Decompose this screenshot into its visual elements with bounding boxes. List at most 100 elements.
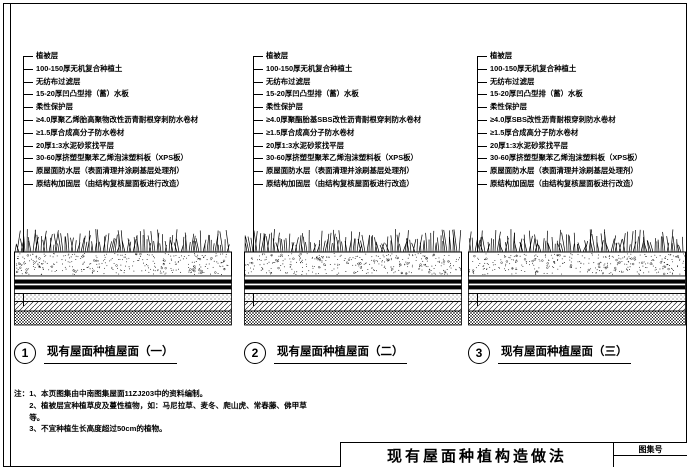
layer-label-text: 30-60厚挤塑型聚苯乙烯泡沫塑料板（XPS板）	[266, 153, 418, 163]
structural-slab	[468, 310, 686, 326]
layer-label-text: 无纺布过滤层	[490, 76, 535, 86]
layer-label-text: 100-150厚无机复合种植土	[266, 63, 353, 73]
layer-label: ≥4.0厚SBS改性沥青耐根穿刺防水卷材	[478, 114, 686, 127]
layer-label: 20厚1:3水泥砂浆找平层	[254, 140, 462, 153]
layer-label: 植被层	[254, 50, 462, 63]
layer-label: 植被层	[24, 50, 232, 63]
layer-label: 100-150厚无机复合种植土	[478, 63, 686, 76]
layer-label-text: 原屋面防水层（表面清理并涂刷基层处理剂）	[266, 166, 414, 176]
structural-slab	[14, 310, 232, 326]
notes-list: 1、本页图集由中南图集屋面11ZJ203中的资料编制。 2、植被层宜种植草皮及蔓…	[29, 388, 314, 435]
layer-label-text: 20厚1:3水泥砂浆找平层	[36, 140, 115, 150]
detail-1: 植被层 100-150厚无机复合种植土 无纺布过滤层 15-20厚凹凸型排（蓄）…	[14, 50, 232, 380]
leader-line	[23, 56, 24, 306]
layer-label-text: 植被层	[266, 51, 289, 60]
layer-label-text: 植被层	[36, 51, 59, 60]
layer-label-text: 原屋面防水层（表面清理并涂刷基层处理剂）	[490, 166, 638, 176]
detail-3: 植被层 100-150厚无机复合种植土 无纺布过滤层 15-20厚凹凸型排（蓄）…	[468, 50, 686, 380]
detail-number: 3	[468, 342, 490, 364]
xps-insulation-layer	[244, 301, 462, 312]
layer-label: 无纺布过滤层	[478, 76, 686, 89]
planting-soil-layer	[244, 251, 462, 277]
layer-label: 原屋面防水层（表面清理并涂刷基层处理剂）	[24, 165, 232, 178]
leader-line	[253, 56, 254, 306]
binding-margin-line	[10, 3, 11, 467]
root-barrier-membrane	[14, 279, 232, 284]
detail-2: 植被层 100-150厚无机复合种植土 无纺布过滤层 15-20厚凹凸型排（蓄）…	[244, 50, 462, 380]
layer-label-text: 100-150厚无机复合种植土	[36, 63, 123, 73]
root-barrier-membrane	[244, 279, 462, 284]
vegetation-strokes	[468, 229, 684, 253]
mortar-screed-layer	[468, 293, 686, 302]
layer-label-text: 100-150厚无机复合种植土	[490, 63, 577, 73]
planting-soil-layer	[14, 251, 232, 277]
layer-label: ≥1.5厚合成高分子防水卷材	[24, 127, 232, 140]
waterproof-membrane	[244, 285, 462, 290]
layer-label: ≥4.0厚聚酯胎基SBS改性沥青耐根穿刺防水卷材	[254, 114, 462, 127]
roof-section-drawing	[468, 229, 686, 326]
layer-label-text: ≥4.0厚SBS改性沥青耐根穿刺防水卷材	[490, 114, 616, 124]
screed-top	[14, 288, 232, 294]
protection-layer	[468, 275, 686, 281]
layer-label: 15-20厚凹凸型排（蓄）水板	[24, 88, 232, 101]
structural-slab	[244, 310, 462, 326]
layer-label: 无纺布过滤层	[254, 76, 462, 89]
title-block: 现有屋面种植构造做法 图集号	[340, 442, 687, 467]
protection-layer	[14, 275, 232, 281]
notes-prefix: 注：	[14, 389, 30, 398]
detail-caption: 2 现有屋面种植屋面（二）	[244, 342, 407, 364]
layer-label-text: 原屋面防水层（表面清理并涂刷基层处理剂）	[36, 166, 184, 176]
roof-section-drawing	[244, 229, 462, 326]
general-notes: 注： 1、本页图集由中南图集屋面11ZJ203中的资料编制。 2、植被层宜种植草…	[14, 388, 314, 435]
layer-label-text: 原结构加固层（由结构复核屋面板进行改造）	[266, 178, 414, 188]
screed-top	[468, 288, 686, 294]
layer-label: 原结构加固层（由结构复核屋面板进行改造）	[478, 178, 686, 191]
layer-label-text: 原结构加固层（由结构复核屋面板进行改造）	[36, 178, 184, 188]
vegetation-strokes	[14, 229, 230, 253]
screed-top	[244, 288, 462, 294]
mortar-screed-layer	[14, 293, 232, 302]
layer-label: 20厚1:3水泥砂浆找平层	[478, 140, 686, 153]
detail-caption: 3 现有屋面种植屋面（三）	[468, 342, 631, 364]
xps-insulation-layer	[14, 301, 232, 312]
layer-label-text: 无纺布过滤层	[36, 76, 81, 86]
layer-label: 植被层	[478, 50, 686, 63]
layer-label-text: ≥1.5厚合成高分子防水卷材	[266, 127, 355, 137]
xps-insulation-layer	[468, 301, 686, 312]
layer-label-list: 植被层 100-150厚无机复合种植土 无纺布过滤层 15-20厚凹凸型排（蓄）…	[254, 50, 462, 191]
layer-label-text: 无纺布过滤层	[266, 76, 311, 86]
layer-label-list: 植被层 100-150厚无机复合种植土 无纺布过滤层 15-20厚凹凸型排（蓄）…	[478, 50, 686, 191]
layer-label-text: 15-20厚凹凸型排（蓄）水板	[266, 89, 359, 99]
waterproof-membrane	[468, 285, 686, 290]
vegetation-strokes	[244, 229, 462, 253]
layer-label-text: 30-60厚挤塑型聚苯乙烯泡沫塑料板（XPS板）	[490, 153, 642, 163]
layer-label: 无纺布过滤层	[24, 76, 232, 89]
waterproof-membrane	[14, 285, 232, 290]
layer-label-text: ≥1.5厚合成高分子防水卷材	[36, 127, 125, 137]
layer-label-list: 植被层 100-150厚无机复合种植土 无纺布过滤层 15-20厚凹凸型排（蓄）…	[24, 50, 232, 191]
layer-label: 原屋面防水层（表面清理并涂刷基层处理剂）	[478, 165, 686, 178]
layer-label: 30-60厚挤塑型聚苯乙烯泡沫塑料板（XPS板）	[478, 152, 686, 165]
layer-label: 20厚1:3水泥砂浆找平层	[24, 140, 232, 153]
layer-label: 原屋面防水层（表面清理并涂刷基层处理剂）	[254, 165, 462, 178]
layer-label-text: 20厚1:3水泥砂浆找平层	[490, 140, 569, 150]
layer-label: 原结构加固层（由结构复核屋面板进行改造）	[254, 178, 462, 191]
layer-label: 15-20厚凹凸型排（蓄）水板	[478, 88, 686, 101]
protection-layer	[244, 275, 462, 281]
leader-line	[477, 56, 478, 306]
layer-label-text: 植被层	[490, 51, 513, 60]
detail-number: 1	[14, 342, 36, 364]
note-item: 1、本页图集由中南图集屋面11ZJ203中的资料编制。	[29, 389, 208, 398]
layer-label-text: 20厚1:3水泥砂浆找平层	[266, 140, 345, 150]
layer-label: 柔性保护层	[24, 101, 232, 114]
root-barrier-membrane	[468, 279, 686, 284]
layer-label-text: ≥4.0厚聚乙烯胎高聚物改性沥青耐根穿刺防水卷材	[36, 114, 199, 124]
title-block-side: 图集号	[613, 443, 687, 467]
layer-label-text: 柔性保护层	[490, 102, 527, 112]
detail-title: 现有屋面种植屋面（三）	[498, 343, 631, 364]
layer-label-text: ≥1.5厚合成高分子防水卷材	[490, 127, 579, 137]
layer-label: ≥1.5厚合成高分子防水卷材	[478, 127, 686, 140]
planting-soil-layer	[468, 251, 686, 277]
layer-label: 100-150厚无机复合种植土	[24, 63, 232, 76]
